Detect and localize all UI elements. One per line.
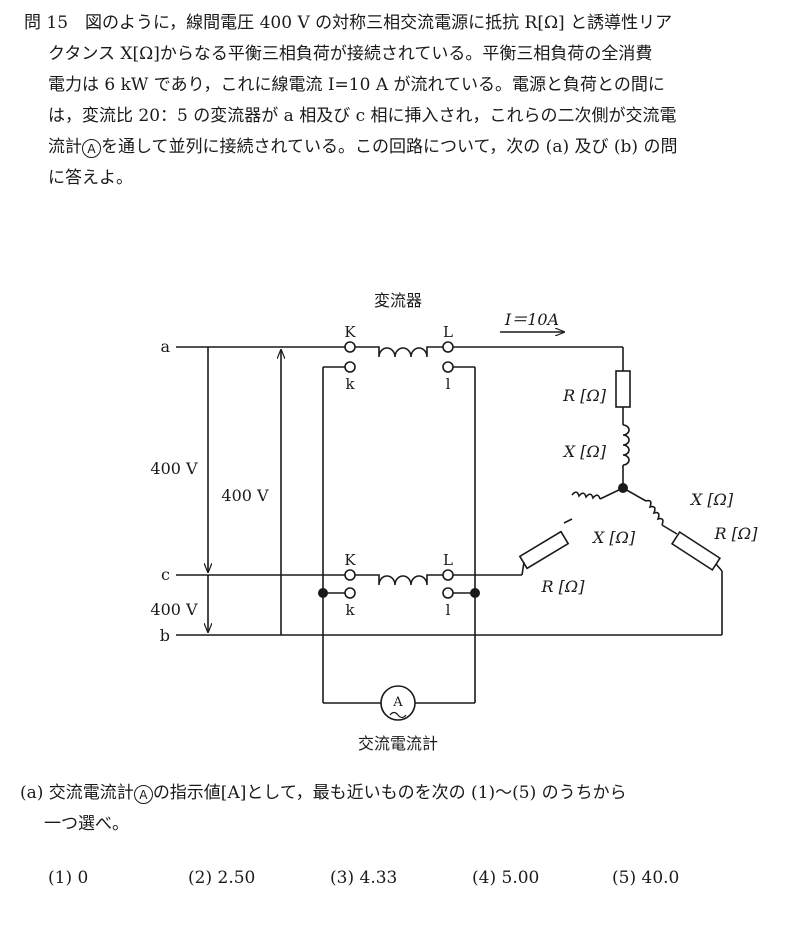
ac-wave-icon [389,711,407,719]
ammeter-symbol-icon-2: A [133,785,153,804]
load-b-wire-2 [661,524,678,535]
subquestion-a-after: の指示値[A]として，最も近いものを次の (1)～(5) のうちから [152,783,627,803]
reactance-b [645,499,664,526]
current-label: I＝10A [504,310,559,329]
question-line-4: は，変流比 20：5 の変流器が a 相及び c 相に挿入され，これらの二次側が… [48,106,677,126]
choice-5[interactable]: (5) 40.0 [612,868,680,888]
subquestion-a-before: (a) 交流電流計 [20,783,134,803]
question-line-6: に答えよ。 [48,168,133,188]
resistor-a [615,370,631,408]
ammeter-letter: A [392,695,403,710]
phase-c-label: c [161,565,170,584]
terminal-c-L [442,569,454,581]
voltage-ab-label: 400 V [221,486,269,505]
reactance-c [571,491,601,500]
terminal-c-l [442,587,454,599]
junction-dot-k [318,588,328,598]
terminal-a-l [442,361,454,373]
ammeter-icon [380,685,416,721]
ct-a-k-label: k [345,375,355,393]
terminal-c-K [344,569,356,581]
phase-b-label: b [160,626,170,645]
circuit-diagram: 変流器 I＝10A a c b 400 V 400 V 400 V K L k … [150,291,759,753]
ct-a-K-label: K [344,323,356,341]
ct-a-l-label: l [446,375,451,393]
reactance-c-label: X [Ω] [591,528,636,547]
answer-choices: (1) 0 (2) 2.50 (3) 4.33 (4) 5.00 (5) 40.… [48,868,808,888]
terminal-a-K [344,341,356,353]
phase-a-label: a [160,337,170,356]
resistor-c-label: R [Ω] [541,577,586,596]
question-line-5-before: 流計 [48,137,82,157]
load-c-wire-2 [563,518,573,524]
choice-2[interactable]: (2) 2.50 [188,868,256,888]
ammeter-caption: 交流電流計 [358,734,438,753]
load-c-wire-3 [521,561,525,576]
reactance-b-label: X [Ω] [689,490,734,509]
voltage-ac-label: 400 V [150,459,198,478]
question-line-1: 問 15 図のように，線間電圧 400 V の対称三相交流電源に抵抗 R[Ω] … [24,13,673,33]
junction-dot-l [470,588,480,598]
ct-a-primary-coil [345,346,453,358]
ct-a-L-label: L [443,323,453,341]
ct-c-K-label: K [344,551,356,569]
question-line-5-after: を通して並列に接続されている。この回路について，次の (a) 及び (b) の問 [101,137,678,157]
load-b-wire-3 [715,563,723,572]
ct-label: 変流器 [374,291,422,310]
ct-c-k-label: k [345,601,355,619]
ct-c-L-label: L [443,551,453,569]
resistor-c [518,530,570,570]
resistor-b-label: R [Ω] [714,524,759,543]
terminal-a-k [344,361,356,373]
choice-4[interactable]: (4) 5.00 [472,868,540,888]
reactance-a-label: X [Ω] [562,442,607,461]
question-line-3: 電力は 6 kW であり，これに線電流 I=10 A が流れている。電源と負荷と… [48,75,665,95]
terminal-a-L [442,341,454,353]
question-text: 問 15 図のように，線間電圧 400 V の対称三相交流電源に抵抗 R[Ω] … [24,8,794,194]
subquestion-a-line-2: 一つ選べ。 [44,814,129,834]
ct-c-l-label: l [446,601,451,619]
reactance-a [622,424,630,466]
choice-3[interactable]: (3) 4.33 [330,868,398,888]
resistor-b [670,530,722,572]
terminal-c-k [344,587,356,599]
neutral-point-dot [618,483,628,493]
resistor-a-label: R [Ω] [562,386,607,405]
voltage-cb-label: 400 V [150,600,198,619]
question-line-2: クタンス X[Ω]からなる平衡三相負荷が接続されている。平衡三相負荷の全消費 [48,44,653,64]
ct-c-primary-coil [345,574,453,586]
choice-1[interactable]: (1) 0 [48,868,89,888]
ammeter-symbol-icon: A [82,139,101,158]
